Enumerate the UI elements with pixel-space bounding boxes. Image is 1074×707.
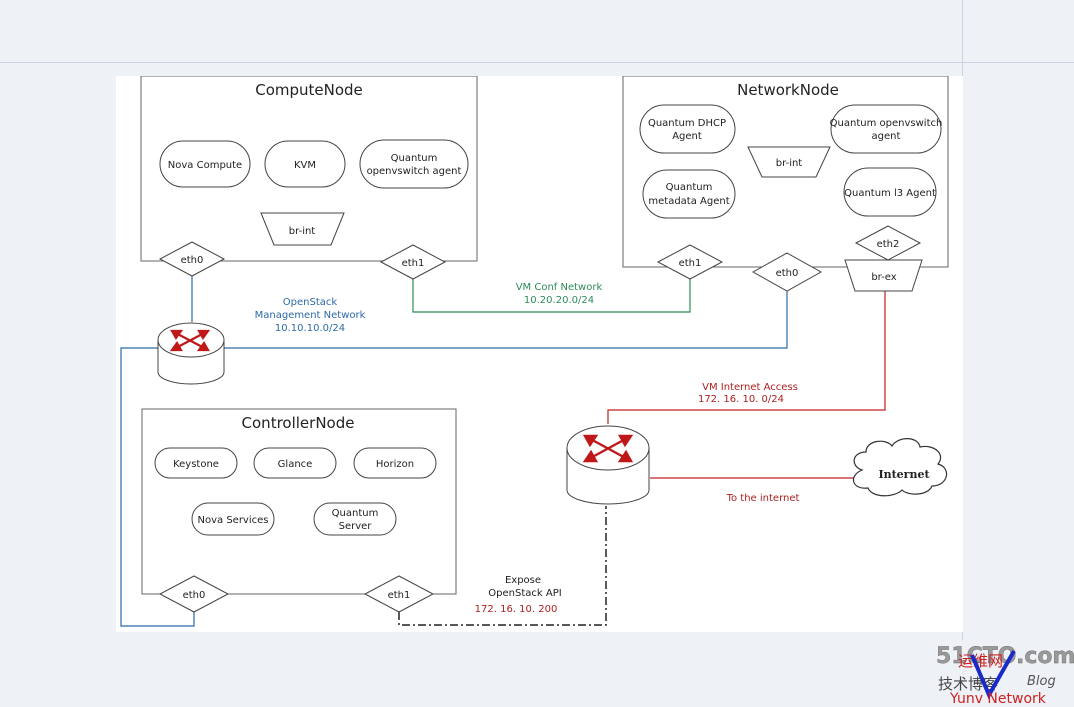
nova-services: Nova Services — [191, 502, 275, 536]
site-watermark: 51CTO.com 技术博客 Blog 运维网 Yunv Network — [936, 644, 1074, 707]
controller-eth1: eth1 — [363, 575, 435, 613]
diagram-canvas: ComputeNode Nova Compute KVM Quantum ope… — [116, 76, 963, 632]
management-router — [157, 322, 225, 385]
nova-services-label: Nova Services — [198, 515, 269, 526]
br-ex: br-ex — [844, 259, 923, 292]
management-cidr: 10.10.10.0/24 — [275, 323, 345, 334]
vm-conf-cidr: 10.20.20.0/24 — [524, 295, 594, 306]
watermark-line1: 51CTO.com — [936, 644, 1074, 669]
nova-compute-label: Nova Compute — [168, 160, 242, 171]
metadata-agent-line2: metadata Agent — [648, 196, 729, 207]
to-internet-label: To the internet — [726, 493, 800, 504]
quantum-server-line1: Quantum — [332, 508, 379, 519]
network-ovs-agent-line2: agent — [872, 131, 901, 142]
compute-ovs-agent: Quantum openvswitch agent — [359, 139, 469, 189]
watermark-line3: Blog — [1027, 674, 1056, 689]
api-link — [398, 506, 607, 626]
compute-eth1-label: eth1 — [402, 258, 425, 269]
quantum-server-line2: Server — [339, 521, 373, 532]
network-br-int-label: br-int — [776, 158, 803, 169]
router-arrows-icon — [169, 329, 211, 352]
compute-node: ComputeNode Nova Compute KVM Quantum ope… — [140, 76, 478, 280]
controller-eth0-label: eth0 — [183, 590, 206, 601]
compute-eth0-label: eth0 — [181, 255, 204, 266]
keystone-label: Keystone — [173, 459, 219, 470]
compute-node-title: ComputeNode — [255, 81, 363, 99]
expose-ip: 172. 16. 10. 200 — [475, 604, 558, 615]
network-eth2-label: eth2 — [877, 239, 900, 250]
management-network-links — [120, 276, 788, 627]
watermark-line5: Yunv Network — [949, 691, 1047, 707]
network-node-title: NetworkNode — [737, 81, 839, 99]
vm-conf-network-label: VM Conf Network 10.20.20.0/24 — [516, 282, 603, 306]
external-router — [566, 425, 650, 505]
horizon-label: Horizon — [376, 459, 414, 470]
l3-agent-label: Quantum l3 Agent — [844, 188, 936, 199]
expose-label-line1: Expose — [505, 575, 541, 586]
compute-br-int: br-int — [260, 212, 345, 246]
br-ex-label: br-ex — [871, 272, 896, 283]
network-ovs-agent-line1: Quantum openvswitch — [830, 118, 943, 129]
metadata-agent: Quantum metadata Agent — [642, 169, 736, 219]
network-ovs-agent: Quantum openvswitch agent — [830, 104, 943, 154]
dhcp-agent: Quantum DHCP Agent — [639, 104, 736, 154]
expose-label-line2: OpenStack API — [488, 588, 561, 599]
management-network-label: OpenStack Management Network 10.10.10.0/… — [255, 297, 366, 334]
network-eth1-label: eth1 — [679, 258, 702, 269]
glance-service: Glance — [253, 447, 337, 479]
internet-links — [607, 291, 886, 479]
internet-cloud-icon: Internet — [852, 438, 948, 497]
kvm-service: KVM — [264, 140, 346, 188]
l3-agent: Quantum l3 Agent — [843, 167, 937, 217]
network-br-int: br-int — [747, 146, 831, 178]
compute-br-int-label: br-int — [289, 226, 316, 237]
controller-node: ControllerNode Keystone Glance Horizon N… — [141, 408, 457, 613]
glance-label: Glance — [278, 459, 313, 470]
network-eth0-label: eth0 — [776, 268, 799, 279]
network-eth1: eth1 — [656, 244, 724, 280]
compute-ovs-agent-line2: openvswitch agent — [367, 166, 462, 177]
vm-conf-network-link — [412, 277, 691, 313]
vm-conf-label-line1: VM Conf Network — [516, 282, 603, 293]
kvm-label: KVM — [294, 160, 316, 171]
controller-node-title: ControllerNode — [242, 414, 355, 432]
network-node: NetworkNode Quantum DHCP Agent Quantum o… — [622, 76, 949, 292]
horizon-service: Horizon — [353, 447, 437, 479]
internet-access-cidr: 172. 16. 10. 0/24 — [698, 394, 784, 405]
expose-api-label: Expose OpenStack API 172. 16. 10. 200 — [475, 575, 562, 615]
keystone-service: Keystone — [154, 447, 238, 479]
compute-eth1: eth1 — [379, 244, 447, 280]
router-arrows-icon — [582, 434, 634, 463]
quantum-server: Quantum Server — [313, 502, 397, 536]
internet-cloud-label: Internet — [878, 468, 930, 481]
compute-ovs-agent-line1: Quantum — [391, 153, 438, 164]
compute-eth0: eth0 — [158, 241, 226, 277]
controller-eth0: eth0 — [158, 575, 230, 613]
dhcp-agent-line2: Agent — [672, 131, 702, 142]
management-label-line1: OpenStack — [283, 297, 338, 308]
watermark-v-logo-icon — [970, 650, 1016, 700]
dhcp-agent-line1: Quantum DHCP — [648, 118, 726, 129]
management-label-line2: Management Network — [255, 310, 366, 321]
watermark-line4: 运维网 — [958, 652, 1003, 670]
controller-eth1-label: eth1 — [388, 590, 411, 601]
internet-access-line1: VM Internet Access — [702, 382, 798, 393]
internet-access-label: VM Internet Access 172. 16. 10. 0/24 — [698, 382, 798, 405]
metadata-agent-line1: Quantum — [666, 182, 713, 193]
nova-compute-service: Nova Compute — [159, 140, 251, 188]
network-eth0: eth0 — [751, 252, 823, 292]
